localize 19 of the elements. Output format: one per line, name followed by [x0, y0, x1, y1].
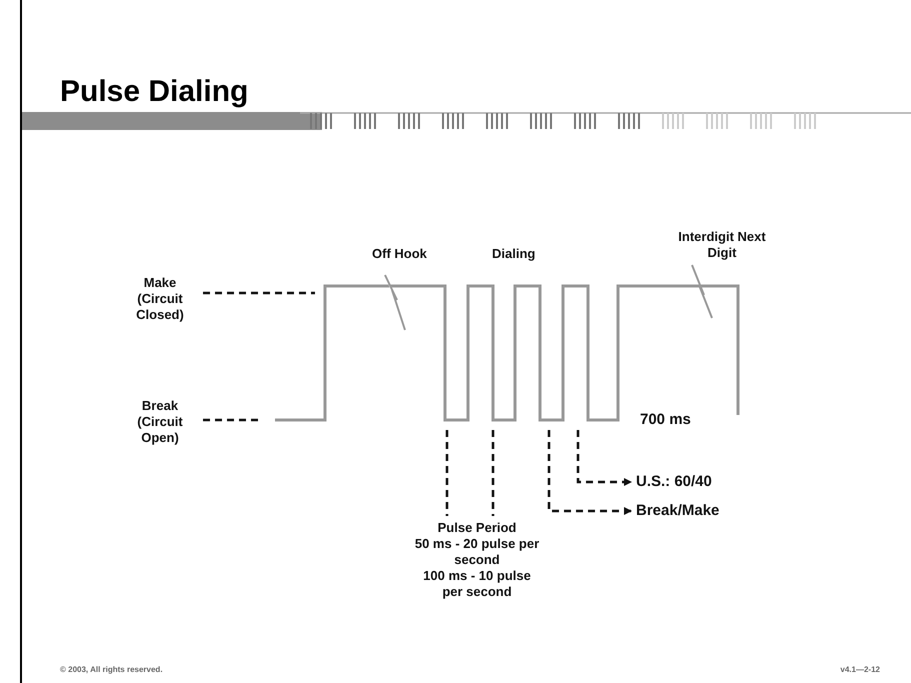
phase-label: Off Hook	[372, 246, 428, 262]
slide-number: v4.1—2-12	[839, 664, 880, 675]
annotation-text: Pulse Period	[436, 520, 518, 536]
phase-label: Interdigit Next Digit	[677, 229, 767, 261]
signal-label: Break (Circuit Open)	[136, 398, 184, 446]
phase-label: Dialing	[492, 246, 536, 262]
annotation-text: 100 ms - 10 pulse per second	[422, 568, 532, 600]
slide-title: Pulse Dialing	[60, 74, 248, 110]
annotation-text: 50 ms - 20 pulse per second	[414, 536, 540, 568]
leader-line	[548, 430, 632, 515]
leader-line	[492, 430, 494, 516]
leader-line	[446, 430, 448, 516]
copyright-text: © 2003, All rights reserved.	[60, 664, 164, 675]
signal-label: Break/Make	[636, 501, 720, 521]
leader-line	[576, 430, 632, 486]
signal-label: Make (Circuit Closed)	[135, 275, 185, 323]
leader-line	[203, 292, 315, 294]
signal-label: U.S.: 60/40	[636, 472, 712, 492]
duration-label: 700 ms	[640, 411, 692, 429]
